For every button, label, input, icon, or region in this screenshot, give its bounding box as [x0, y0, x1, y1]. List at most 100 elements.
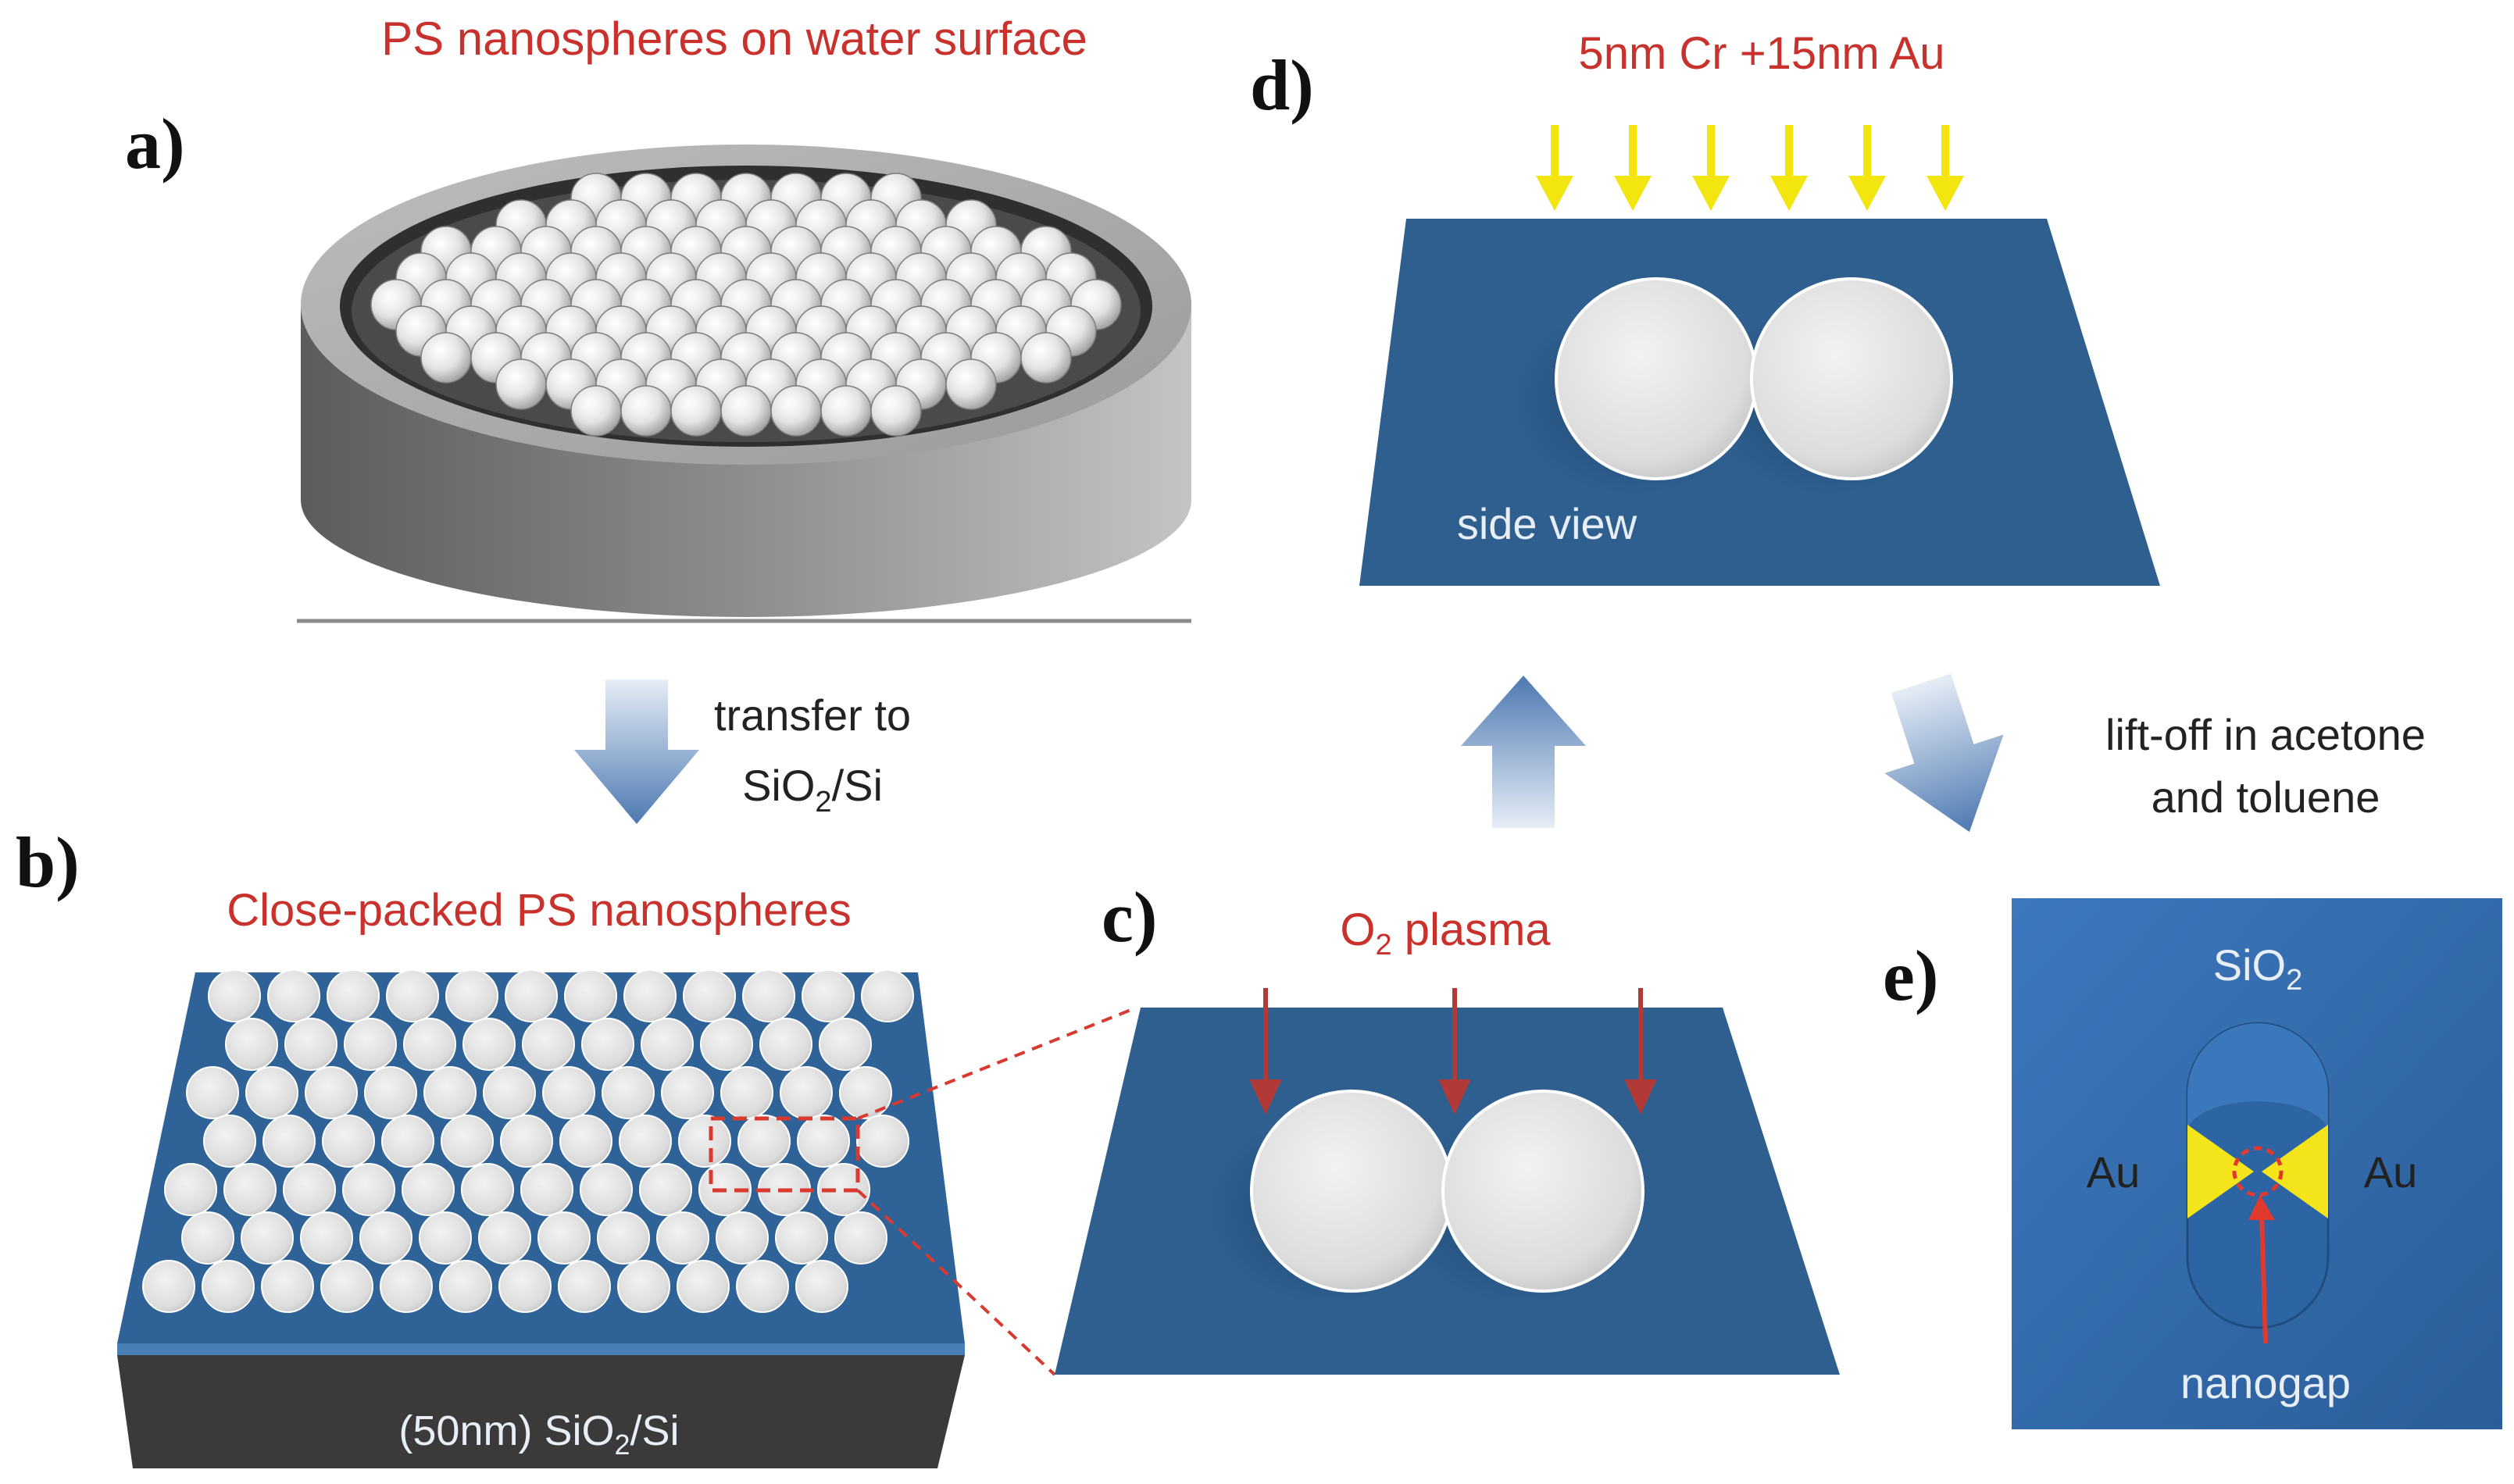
- nanosphere: [342, 1163, 395, 1216]
- deposition-arrows: [1536, 125, 1964, 211]
- nanosphere: [737, 1115, 791, 1168]
- nanosphere: [283, 1163, 336, 1216]
- nanosphere: [564, 969, 617, 1022]
- nanosphere: [445, 969, 498, 1022]
- nanosphere: [537, 1211, 591, 1265]
- panel-c-letter: c): [1102, 877, 1157, 957]
- nanogap-structure: [2186, 1022, 2330, 1344]
- nanosphere: [678, 1115, 731, 1168]
- nanosphere: [870, 385, 922, 437]
- nanogap-label: nanogap: [2180, 1358, 2351, 1407]
- nanosphere-array-dish: [370, 173, 1122, 437]
- nanosphere: [780, 1066, 833, 1119]
- up-arrow-icon: [1461, 676, 1586, 828]
- panel-b-letter: b): [16, 822, 80, 902]
- nanosphere: [819, 1018, 872, 1071]
- deposit-arrow-icon: [1614, 176, 1652, 211]
- down-arrow-icon: [574, 680, 699, 824]
- nanosphere: [359, 1211, 412, 1265]
- nanosphere: [834, 1211, 887, 1265]
- nanosphere: [483, 1066, 536, 1119]
- nanosphere: [639, 1163, 692, 1216]
- panel-a: a) PS nanospheres on water surface: [125, 12, 1191, 623]
- nanosphere: [202, 1260, 255, 1313]
- nanosphere: [262, 1115, 316, 1168]
- nanosphere: [225, 1018, 278, 1071]
- panel-c: c) O2 plasma: [1055, 877, 1840, 1375]
- nanosphere: [580, 1163, 633, 1216]
- zoom-lines: [856, 1008, 1134, 1376]
- nanosphere: [558, 1260, 611, 1313]
- nanosphere: [677, 1260, 730, 1313]
- nanosphere: [186, 1066, 239, 1119]
- nanosphere: [439, 1260, 492, 1313]
- nanosphere: [736, 1260, 789, 1313]
- au-right-label: Au: [2364, 1147, 2418, 1197]
- nanosphere: [327, 969, 380, 1022]
- nanosphere: [208, 969, 261, 1022]
- nanosphere: [500, 1115, 553, 1168]
- panel-b-base-label: (50nm) SiO2/Si: [398, 1407, 679, 1461]
- nanosphere: [403, 1018, 456, 1071]
- nanosphere: [223, 1163, 277, 1216]
- panel-d: d) 5nm Cr +15nm Au side view: [1250, 28, 2160, 586]
- nanosphere: [759, 1018, 812, 1071]
- nanosphere: [700, 1018, 753, 1071]
- panel-c-title: O2 plasma: [1340, 904, 1551, 961]
- nanosphere: [656, 1211, 709, 1265]
- panel-b-title: Close-packed PS nanospheres: [227, 885, 852, 936]
- nanosphere-disc-left: [1555, 277, 1758, 480]
- nanosphere: [770, 385, 822, 437]
- nanosphere: [267, 969, 320, 1022]
- nanosphere: [241, 1211, 294, 1265]
- side-view-label: side view: [1457, 499, 1637, 548]
- panel-d-letter: d): [1250, 45, 1314, 125]
- nanosphere: [420, 332, 472, 383]
- nanosphere: [322, 1115, 375, 1168]
- nanosphere: [305, 1066, 358, 1119]
- nanosphere: [423, 1066, 477, 1119]
- nanosphere: [142, 1260, 195, 1313]
- gold-region-right: [2262, 1125, 2328, 1218]
- step-d-e-line2: and toluene: [2152, 772, 2380, 822]
- deposit-arrow-icon: [1536, 176, 1573, 211]
- nanosphere: [856, 1115, 909, 1168]
- nanosphere: [797, 1115, 850, 1168]
- nanosphere: [802, 969, 855, 1022]
- nanosphere-array-substrate: [142, 969, 914, 1313]
- nanosphere: [559, 1115, 612, 1168]
- nanosphere: [839, 1066, 892, 1119]
- nanosphere: [623, 969, 677, 1022]
- au-left-label: Au: [2087, 1147, 2141, 1197]
- deposit-arrow-icon: [1770, 176, 1808, 211]
- nanosphere: [386, 969, 439, 1022]
- gold-region-left: [2187, 1125, 2254, 1218]
- nanosphere: [495, 359, 547, 410]
- nanosphere: [597, 1211, 650, 1265]
- deposit-arrow-icon: [1927, 176, 1964, 211]
- step-a-b-line2: SiO2/Si: [742, 761, 883, 819]
- nanosphere: [284, 1018, 337, 1071]
- step-arrow-a-to-b: transfer to SiO2/Si: [574, 680, 911, 824]
- nanosphere: [775, 1211, 828, 1265]
- pointer-arrow-icon: [2248, 1195, 2275, 1220]
- zoom-box: [709, 1116, 860, 1193]
- nanosphere: [320, 1260, 373, 1313]
- step-arrow-d-to-e: lift-off in acetone and toluene: [1884, 673, 2426, 833]
- nanosphere: [381, 1115, 434, 1168]
- nanosphere: [683, 969, 736, 1022]
- step-arrow-c-to-d: [1461, 676, 1586, 828]
- nanosphere: [617, 1260, 670, 1313]
- nanosphere: [542, 1066, 595, 1119]
- nanosphere-disc-right: [1441, 1090, 1644, 1293]
- nanosphere: [1020, 332, 1072, 383]
- panel-a-letter: a): [125, 104, 185, 184]
- nanosphere: [861, 969, 914, 1022]
- panel-d-title: 5nm Cr +15nm Au: [1578, 28, 1944, 79]
- nanosphere: [402, 1163, 455, 1216]
- nanosphere: [602, 1066, 655, 1119]
- down-arrow-icon: [1884, 673, 2004, 833]
- nanogap-circle: [2232, 1146, 2284, 1197]
- nanosphere: [498, 1260, 552, 1313]
